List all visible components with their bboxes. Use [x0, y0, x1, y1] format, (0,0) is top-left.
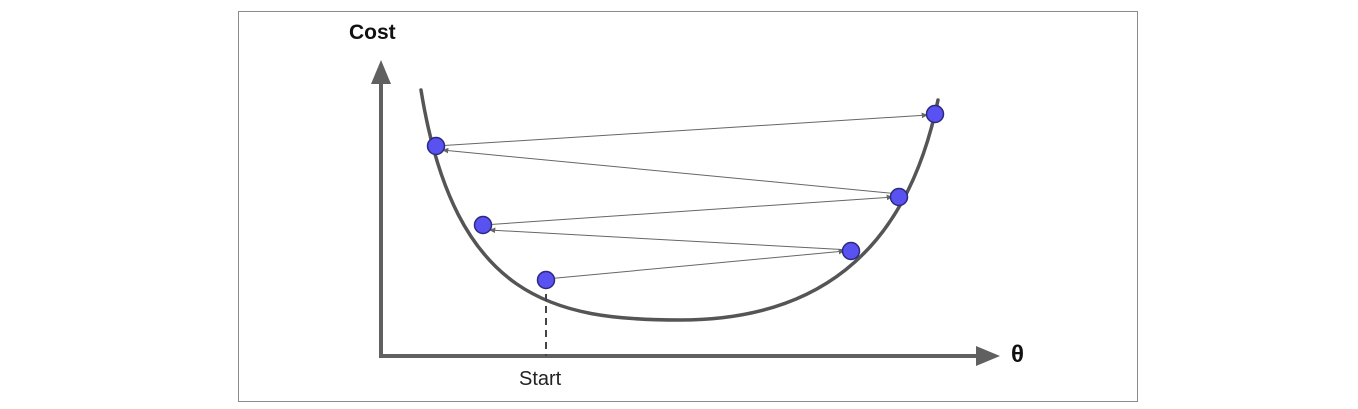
start-label: Start: [519, 368, 562, 390]
descent-point: [426, 136, 446, 156]
descent-point: [473, 215, 493, 235]
descent-points: [426, 104, 945, 290]
descent-steps: [435, 112, 929, 280]
descent-point: [889, 187, 909, 207]
step-arrow: [482, 194, 894, 226]
start-point: [536, 270, 556, 290]
cost-curve: [419, 88, 940, 322]
descent-point: [925, 104, 945, 124]
x-axis-arrowhead: [976, 346, 1000, 366]
descent-point: [841, 241, 861, 261]
y-axis-label: Cost: [349, 21, 396, 44]
y-axis-arrowhead: [371, 60, 391, 84]
step-arrow: [488, 227, 852, 251]
step-arrow: [441, 147, 900, 195]
step-arrow: [435, 112, 929, 147]
figure-frame: [238, 11, 1138, 402]
step-arrow: [545, 248, 846, 280]
x-axis-label: θ: [1011, 341, 1024, 368]
